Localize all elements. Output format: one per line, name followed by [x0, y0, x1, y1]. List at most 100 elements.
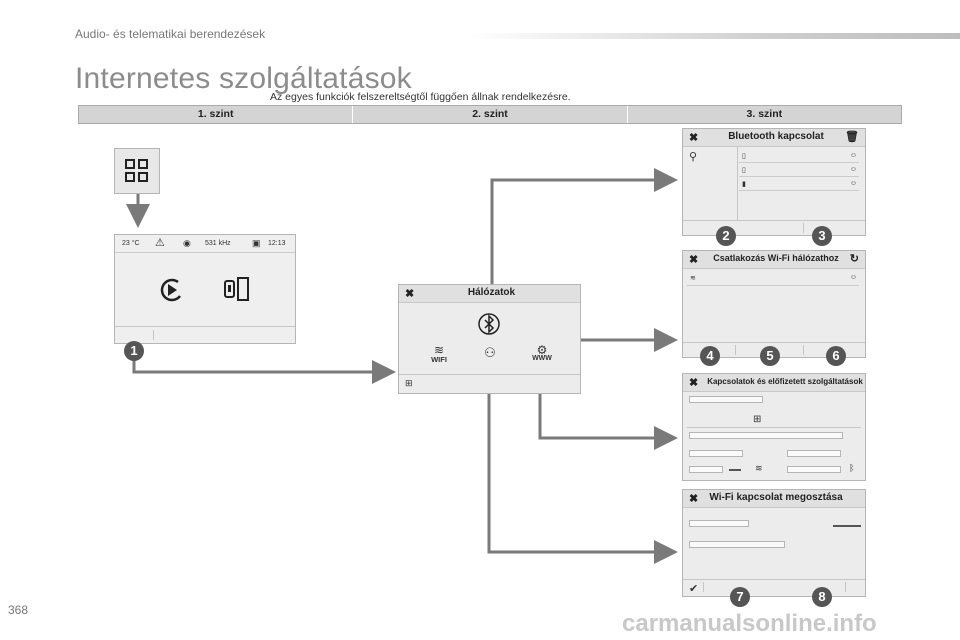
callout-4: 4 [700, 346, 720, 366]
bt-device-row-2[interactable]: ▯ ☺ [739, 164, 859, 177]
warning-icon[interactable]: ⚠ [155, 237, 165, 249]
share-toggle[interactable] [833, 525, 861, 527]
checkmark-icon[interactable]: ✔ [689, 583, 699, 595]
wifi-label: WIFI [431, 355, 447, 364]
callout-5: 5 [760, 346, 780, 366]
callout-1: 1 [124, 341, 144, 361]
connections-header: ✖ Kapcsolatok és előfizetett szolgáltatá… [683, 374, 865, 392]
globe-gear-icon: ⚙ [536, 343, 548, 357]
connections-field-2[interactable] [689, 432, 843, 439]
wifi-signal-icon: ≋ [690, 275, 696, 282]
wifi-network-row[interactable]: ≋ ☺ [687, 272, 859, 286]
share-footer-tab-divider-2 [845, 582, 846, 592]
close-icon[interactable]: ✖ [405, 288, 415, 300]
callout-6: 6 [826, 346, 846, 366]
connected-services-icon[interactable] [159, 277, 185, 303]
www-option[interactable]: ⚙ WWW [527, 343, 557, 362]
network-settings-icon[interactable]: ⊞ [405, 378, 413, 388]
level-2: 2. szint [353, 106, 628, 123]
connections-title: Kapcsolatok és előfizetett szolgáltatáso… [707, 377, 863, 386]
bluetooth-screen: ✖ Bluetooth kapcsolat 🗑 ⚲ ▯ ☺ ▯ ☺ ▮ ☺ [682, 128, 866, 236]
level-3: 3. szint [746, 108, 783, 120]
main-divider [115, 326, 295, 327]
watermark: carmanualsonline.info [622, 610, 877, 637]
bt-device-row-3[interactable]: ▮ ☺ [739, 178, 859, 191]
share-title: Wi-Fi kapcsolat megosztása [709, 492, 843, 503]
temperature-readout: 23 °C [122, 240, 140, 247]
wifi-connect-screen: ✖ Csatlakozás Wi-Fi hálózathoz ↻ ≋ ☺ [682, 250, 866, 358]
radio-icon[interactable]: ◉ [183, 238, 191, 248]
share-footer-divider [683, 579, 865, 580]
trash-icon[interactable]: 🗑 [845, 131, 859, 143]
connections-screen: ✖ Kapcsolatok és előfizetett szolgáltatá… [682, 373, 866, 481]
connections-field-3[interactable] [689, 450, 743, 457]
bt-device-row-1[interactable]: ▯ ☺ [739, 150, 859, 163]
callout-3: 3 [812, 226, 832, 246]
phone-icon: ▯ [742, 153, 746, 160]
connections-field-6[interactable] [787, 466, 841, 473]
wifi-footer-tab-divider-1 [735, 345, 736, 355]
contact-icon: ☺ [849, 166, 857, 173]
network-header: ✖ Hálózatok [399, 285, 580, 303]
close-icon[interactable]: ✖ [689, 377, 699, 389]
callout-2: 2 [716, 226, 736, 246]
page-number: 368 [8, 603, 29, 617]
bluetooth-title: Bluetooth kapcsolat [728, 131, 824, 142]
level-1: 1. szint [79, 106, 354, 123]
share-screen: ✖ Wi-Fi kapcsolat megosztása ✔ [682, 489, 866, 597]
mirror-screen-icon[interactable] [223, 277, 251, 303]
share-field-2[interactable] [689, 541, 785, 548]
page-title: Internetes szolgáltatások [75, 62, 412, 95]
wifi-option[interactable]: ≋ WIFI [424, 343, 454, 364]
share-field-1[interactable] [689, 520, 749, 527]
refresh-icon[interactable]: ↻ [849, 253, 859, 265]
network-title: Hálózatok [467, 287, 516, 298]
wifi-footer-divider [683, 342, 865, 343]
connections-field-4[interactable] [787, 450, 841, 457]
bt-footer-divider [683, 220, 865, 221]
contact-icon: ☺ [849, 180, 857, 187]
connections-divider [687, 427, 861, 428]
callout-8: 8 [812, 587, 832, 607]
phone-icon: ▯ [742, 167, 746, 174]
bt-column-divider [737, 146, 738, 221]
frequency-readout: 531 kHz [205, 240, 231, 247]
level-bar: 1. szint 2. szint 3. szint [78, 105, 902, 124]
wifi-footer-tab-divider-2 [803, 345, 804, 355]
search-icon[interactable]: ⚲ [689, 151, 698, 163]
bluetooth-icon[interactable] [477, 311, 501, 337]
apps-button-screen [114, 148, 160, 194]
apps-grid-icon[interactable] [115, 149, 159, 193]
share-connection-icon[interactable]: ⚇ [484, 345, 496, 360]
callout-7: 7 [730, 587, 750, 607]
bt-footer-tab-divider [803, 223, 804, 233]
clock-readout: 12:13 [268, 240, 286, 247]
wifi-signal-icon[interactable]: ≋ [755, 463, 763, 473]
section-header: Audio- és telematikai berendezések [75, 27, 266, 41]
connections-field-5[interactable] [689, 466, 723, 473]
wifi-icon: ≋ [433, 343, 445, 357]
connections-field-1[interactable] [689, 396, 763, 403]
network-divider [399, 374, 580, 375]
main-tab-divider [153, 330, 154, 340]
main-screen: 23 °C ⚠ ◉ 531 kHz ▣ 12:13 [114, 234, 296, 344]
contact-icon: ☺ [849, 152, 857, 159]
arrow-main-to-network [132, 357, 396, 384]
main-status-bar: 23 °C ⚠ ◉ 531 kHz ▣ 12:13 [115, 235, 295, 253]
close-icon[interactable]: ✖ [689, 493, 699, 505]
page-subtitle: Az egyes funkciók felszereltségtől függő… [270, 91, 571, 103]
phone-status-icon[interactable]: ▣ [252, 238, 261, 248]
share-footer-tab-divider-1 [703, 582, 704, 592]
bluetooth-small-icon[interactable]: ᛒ [849, 463, 855, 473]
www-label: WWW [532, 355, 552, 362]
grid-settings-icon[interactable]: ⊞ [753, 414, 762, 425]
header-gradient-bar [470, 33, 960, 39]
usb-icon[interactable] [729, 469, 741, 471]
phone-icon: ▮ [742, 181, 746, 188]
close-icon[interactable]: ✖ [689, 254, 699, 266]
close-icon[interactable]: ✖ [689, 132, 699, 144]
bluetooth-header: ✖ Bluetooth kapcsolat 🗑 [683, 129, 865, 147]
network-detail-icon: ☺ [849, 274, 857, 281]
share-header: ✖ Wi-Fi kapcsolat megosztása [683, 490, 865, 508]
wifi-connect-header: ✖ Csatlakozás Wi-Fi hálózathoz ↻ [683, 251, 865, 269]
